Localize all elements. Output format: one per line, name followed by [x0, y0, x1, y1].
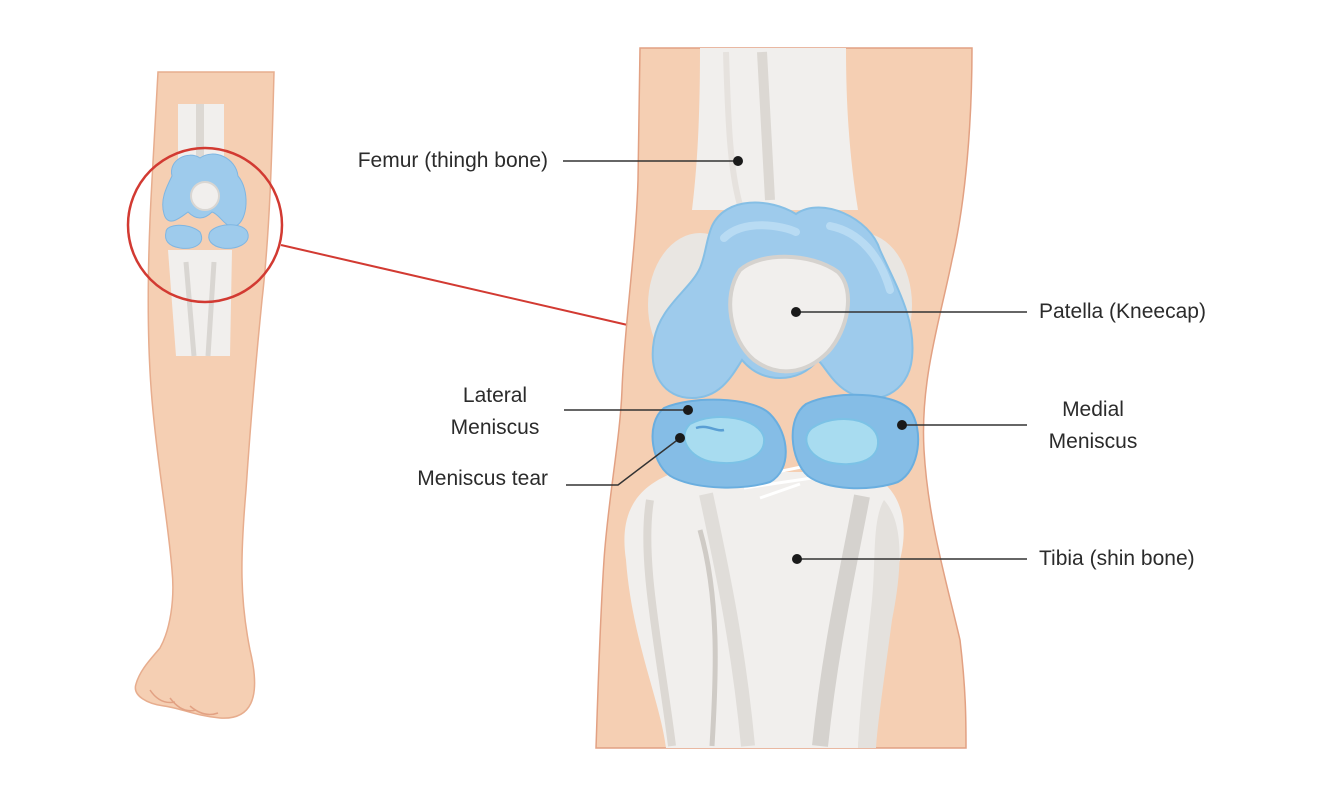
label-patella: Patella (Kneecap) — [1039, 300, 1206, 323]
fibula-bone — [858, 500, 900, 748]
meniscus-tear-mark — [695, 425, 725, 432]
patella-bone — [728, 254, 851, 374]
medial-meniscus-dot — [897, 420, 907, 430]
label-lateral-meniscus: Lateral Meniscus — [420, 380, 570, 444]
label-tibia: Tibia (shin bone) — [1039, 547, 1195, 570]
label-femur: Femur (thingh bone) — [357, 149, 548, 172]
lateral-meniscus-dot — [683, 405, 693, 415]
label-lateral-meniscus-line2: Meniscus — [450, 416, 540, 439]
label-lateral-meniscus-line1: Lateral — [462, 384, 528, 407]
small-meniscus — [165, 224, 249, 249]
label-medial-meniscus-line2: Meniscus — [1048, 430, 1138, 453]
full-leg-illustration — [126, 71, 284, 719]
meniscus-tear-dot — [675, 433, 685, 443]
label-medial-meniscus-line1: Medial — [1062, 398, 1124, 421]
patella-dot — [791, 307, 801, 317]
meniscus-tear-leader — [566, 437, 681, 486]
label-meniscus-tear: Meniscus tear — [417, 467, 548, 490]
label-medial-meniscus: Medial Meniscus — [1020, 394, 1166, 458]
femur-dot — [733, 156, 743, 166]
small-patella — [190, 181, 220, 211]
large-knee-illustration — [595, 47, 973, 749]
zoom-circle — [126, 146, 284, 304]
toes — [149, 689, 219, 716]
leader-lines — [563, 156, 1027, 564]
femur-shaft — [692, 48, 858, 210]
tibia-dot — [792, 554, 802, 564]
